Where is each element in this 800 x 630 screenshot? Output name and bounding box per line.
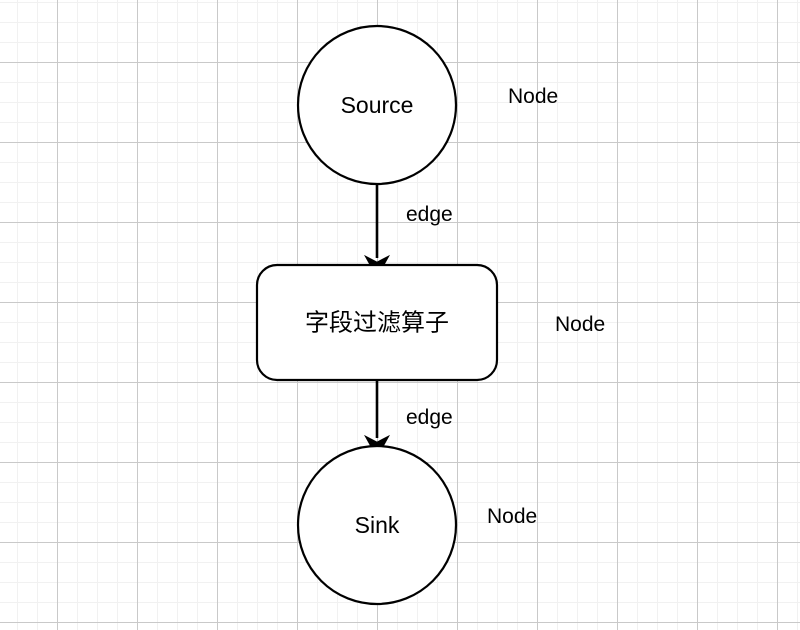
edge-filter-to-sink-label: edge [406,406,453,429]
node-sink-shape[interactable] [296,444,458,606]
annotation-node-sink: Node [487,505,537,528]
node-field-filter-operator[interactable]: 字段过滤算子 [255,263,499,382]
node-source-label: Source [341,92,414,118]
edge-source-to-filter[interactable]: edge [364,184,453,279]
node-sink[interactable]: Sink [296,444,458,606]
annotation-node-field-filter-operator: Node [555,313,605,336]
node-sink-label: Sink [355,512,400,538]
node-field-filter-operator-label: 字段过滤算子 [305,310,449,337]
node-source[interactable]: Source [296,24,458,186]
edge-filter-to-sink[interactable]: edge [364,380,453,459]
edge-source-to-filter-label: edge [406,203,453,226]
annotation-node-source: Node [508,85,558,108]
